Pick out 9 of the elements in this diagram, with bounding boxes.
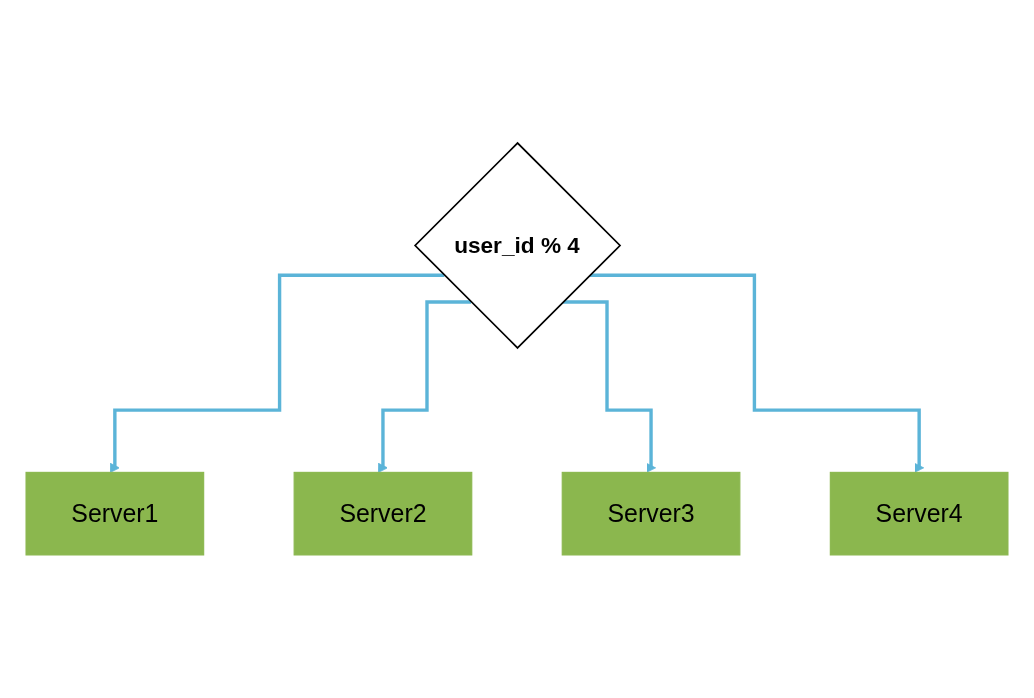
node-box: Server1 bbox=[25, 471, 205, 556]
arrow bbox=[589, 273, 925, 473]
node-box: Server3 bbox=[561, 471, 741, 556]
arrow bbox=[378, 300, 471, 473]
node-diamond: user_id % 4 bbox=[413, 141, 622, 350]
arrow bbox=[563, 300, 656, 473]
node-box: Server4 bbox=[829, 471, 1009, 556]
node-box: Server2 bbox=[293, 471, 473, 556]
arrow bbox=[109, 273, 445, 473]
